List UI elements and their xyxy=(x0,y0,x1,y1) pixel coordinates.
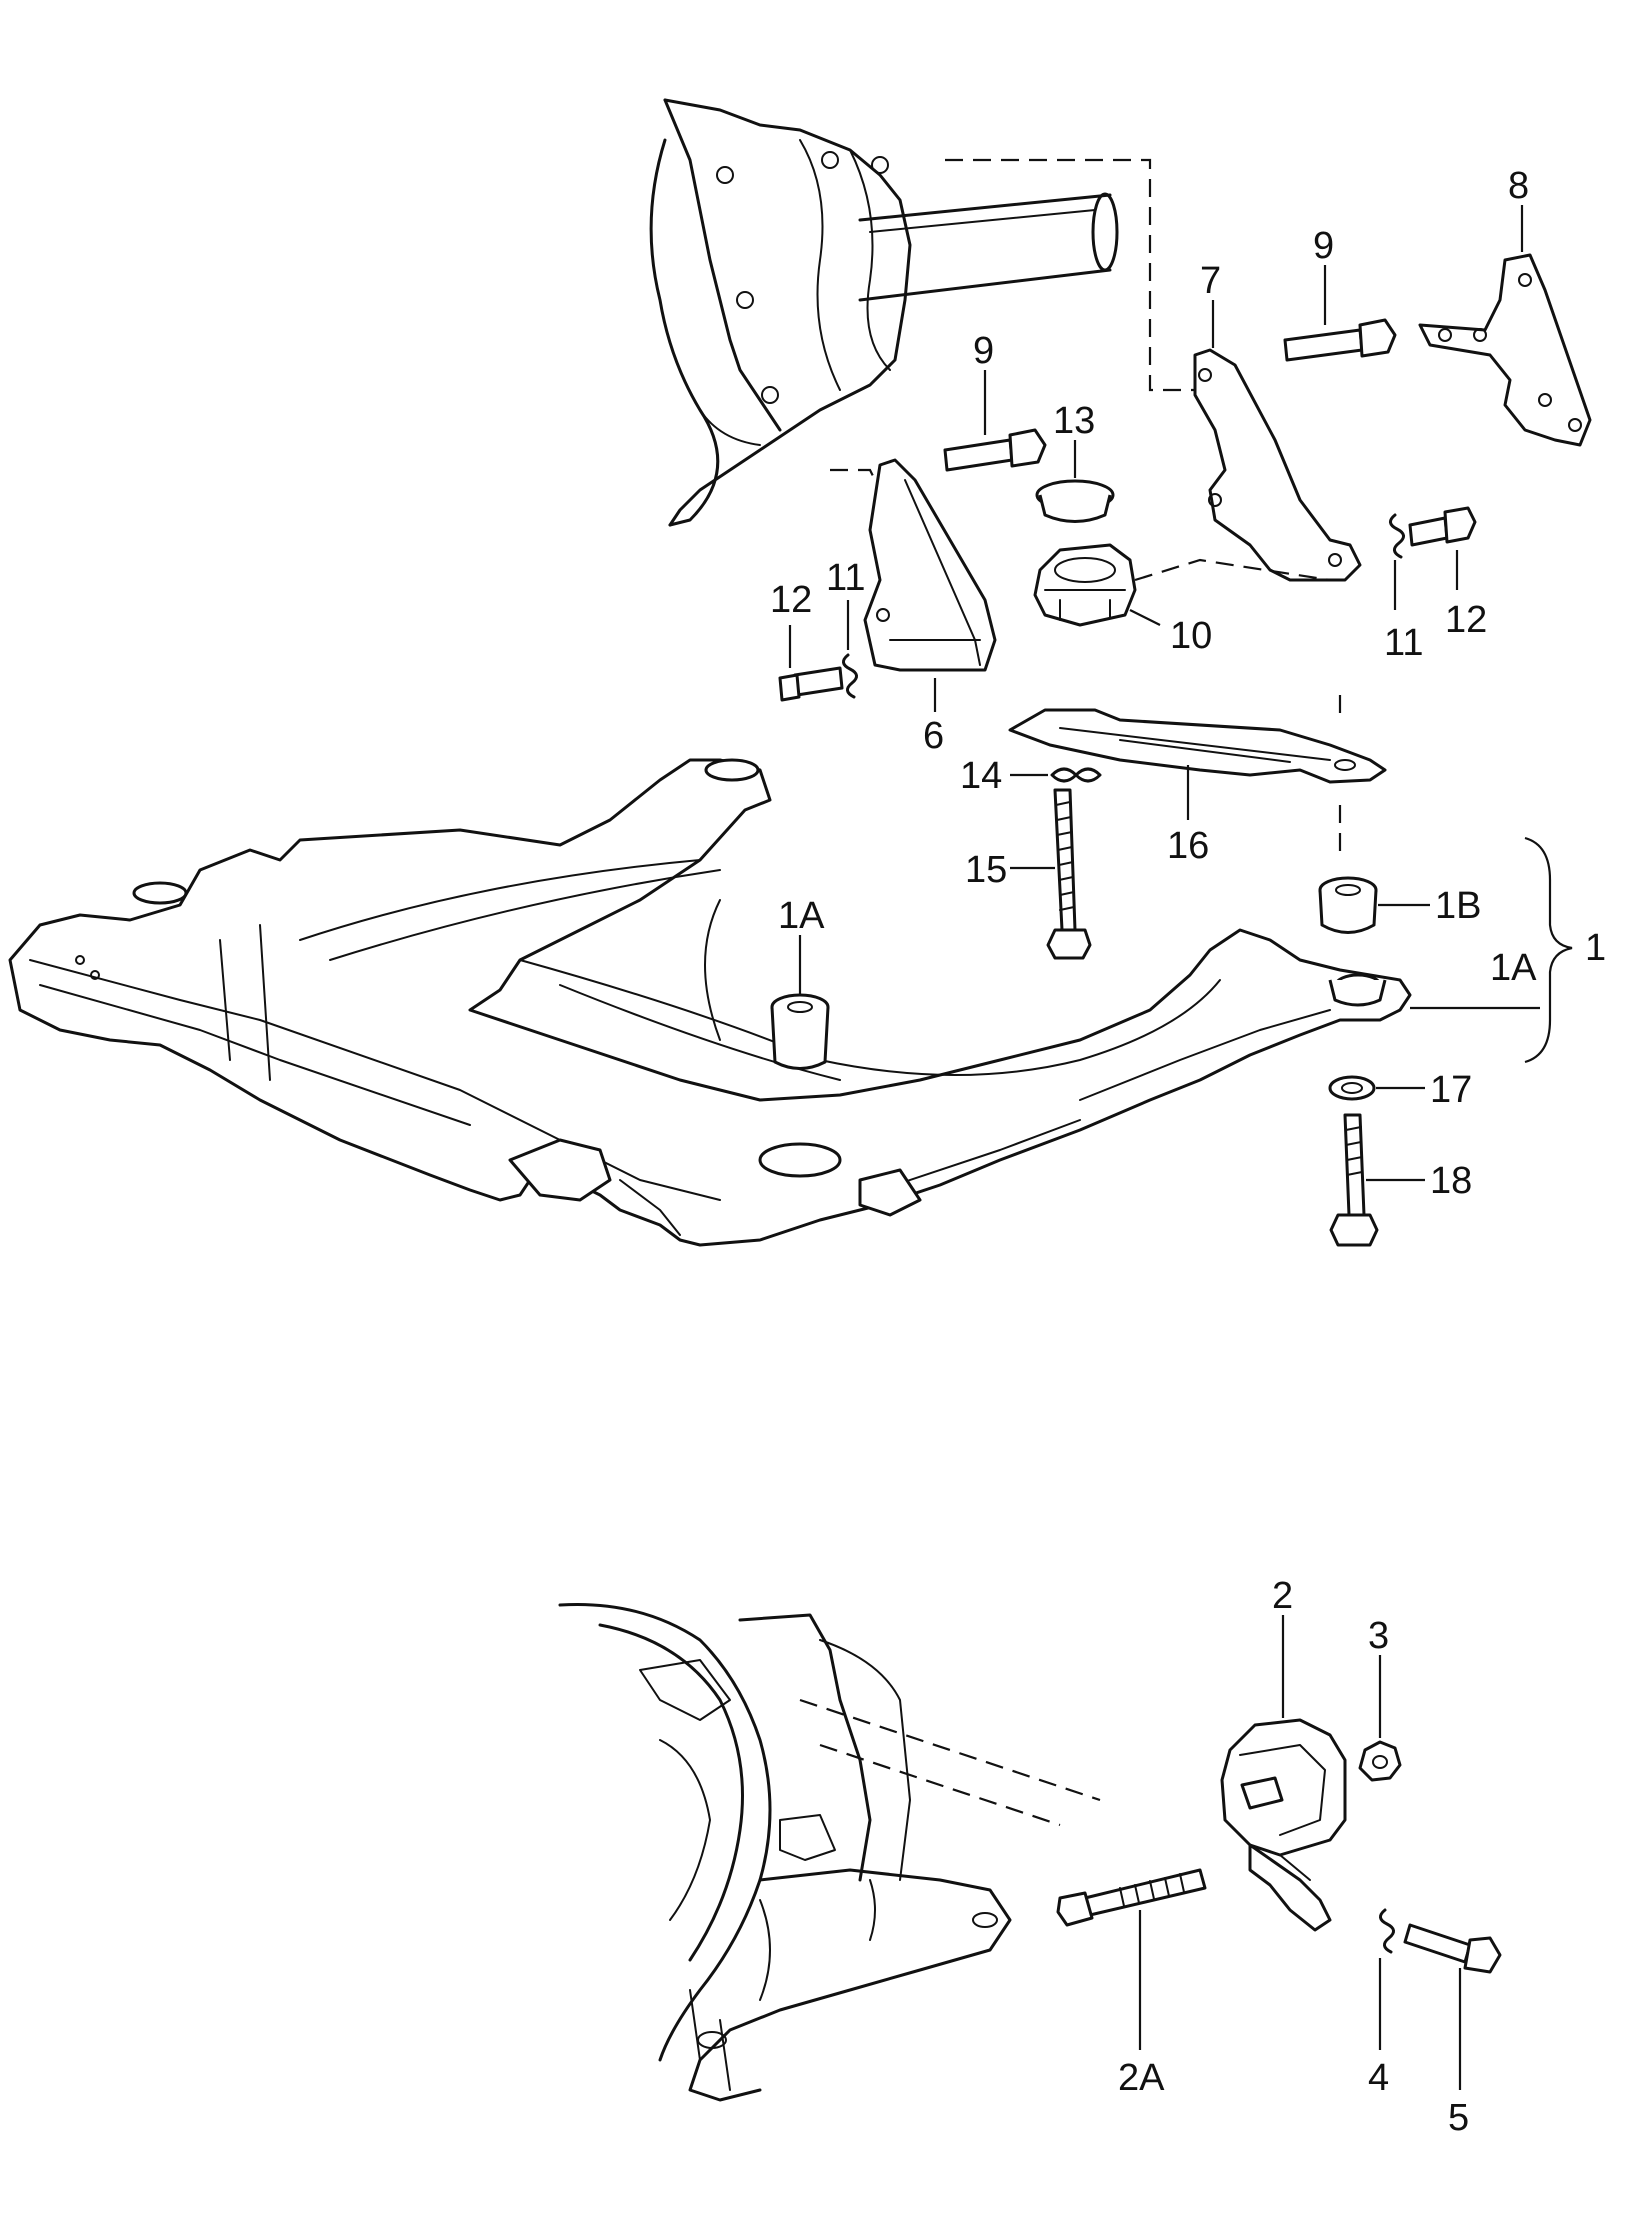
nut-3 xyxy=(1358,1740,1402,1782)
callout-2A: 2A xyxy=(1118,2057,1165,2099)
callout-8: 8 xyxy=(1508,165,1529,207)
callout-11-right: 11 xyxy=(1384,622,1423,664)
washer-4 xyxy=(1379,1908,1395,1954)
callout-5: 5 xyxy=(1448,2097,1469,2139)
callout-11-left: 11 xyxy=(826,557,865,599)
callout-9-right: 9 xyxy=(1313,225,1334,267)
bolt-9-left xyxy=(943,428,1047,472)
bracket-6 xyxy=(863,458,997,672)
washer-14 xyxy=(1050,767,1102,783)
bolt-12-left xyxy=(778,666,844,702)
callout-18: 18 xyxy=(1430,1160,1472,1202)
alignment-dashline-2 xyxy=(799,1698,1101,1827)
callout-16: 16 xyxy=(1167,825,1209,867)
callout-6: 6 xyxy=(923,715,944,757)
callout-15: 15 xyxy=(965,849,1007,891)
callout-1A-right: 1A xyxy=(1490,947,1537,989)
callout-labels-bottom: 2 3 2A 4 5 xyxy=(1118,1575,1469,2139)
bolt-15 xyxy=(1046,788,1092,960)
plate-16 xyxy=(1008,708,1387,784)
subframe-1 xyxy=(8,758,1412,1247)
callout-labels-top: 8 9 7 9 13 10 11 12 11 12 6 14 16 15 1B … xyxy=(770,165,1606,1202)
bolt-5 xyxy=(1403,1923,1502,1974)
callout-14: 14 xyxy=(960,755,1002,797)
callout-7: 7 xyxy=(1200,260,1221,302)
callout-4: 4 xyxy=(1368,2057,1389,2099)
alignment-dashline-10 xyxy=(1134,558,1331,582)
callout-12-left: 12 xyxy=(770,579,812,621)
bolt-12-right xyxy=(1408,506,1477,547)
bracket-8 xyxy=(1418,253,1592,447)
transmission-housing-bottom xyxy=(558,1602,1012,2102)
callout-1: 1 xyxy=(1585,927,1606,969)
mount-2 xyxy=(1220,1718,1347,1932)
cap-13 xyxy=(1035,479,1115,523)
callout-17: 17 xyxy=(1430,1069,1472,1111)
washer-11-left xyxy=(842,653,858,699)
callout-3: 3 xyxy=(1368,1615,1389,1657)
bushing-1B xyxy=(1318,876,1378,934)
bolt-9-right xyxy=(1283,318,1397,362)
washer-11-right xyxy=(1389,513,1405,559)
callout-10: 10 xyxy=(1170,615,1212,657)
transmission-housing-top xyxy=(649,98,1119,527)
alignment-dashline-6 xyxy=(830,468,881,491)
callout-13: 13 xyxy=(1053,400,1095,442)
bolt-18 xyxy=(1329,1113,1379,1247)
callout-9-left: 9 xyxy=(973,330,994,372)
washer-17 xyxy=(1328,1075,1376,1101)
leader-lines-bottom xyxy=(1138,1615,1462,2090)
callout-1B: 1B xyxy=(1435,885,1481,927)
bracket-7 xyxy=(1193,348,1362,582)
callout-1A-top: 1A xyxy=(778,895,825,937)
bushing-1A xyxy=(770,993,830,1070)
callout-2: 2 xyxy=(1272,1575,1293,1617)
engine-mount-10 xyxy=(1033,543,1137,627)
bolt-2A xyxy=(1056,1868,1207,1927)
alignment-dashline-7 xyxy=(945,158,1195,392)
callout-12-right: 12 xyxy=(1445,599,1487,641)
leader-lines-top xyxy=(788,205,1573,1182)
